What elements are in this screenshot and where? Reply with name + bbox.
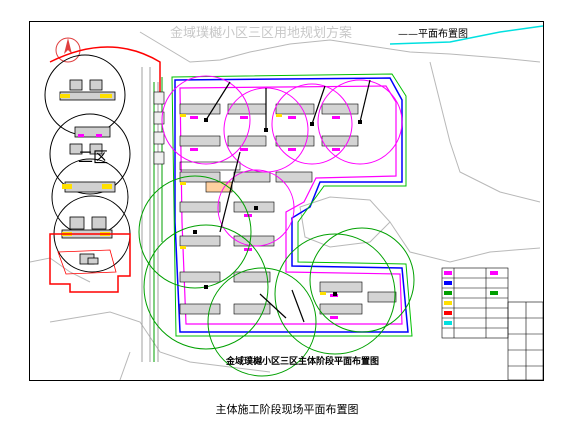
building-accents — [180, 114, 326, 295]
building-markers — [190, 116, 340, 319]
drawing-title-suffix: ——平面布置图 — [398, 28, 468, 40]
legend-table — [441, 267, 509, 339]
site-boundary — [174, 77, 409, 333]
site-fence — [171, 73, 413, 337]
title-block — [507, 301, 543, 380]
legend-swatches — [444, 271, 498, 325]
figure-caption: 主体施工阶段现场平面布置图 — [215, 403, 359, 416]
zone2-buildings — [59, 79, 116, 265]
left-roads — [141, 67, 159, 362]
temporary-facilities — [153, 91, 165, 165]
phase-label: 金域璞樾小区三区主体阶段平面布置图 — [225, 355, 379, 367]
material-yard — [179, 161, 241, 193]
zone-label: 二区 — [78, 148, 108, 166]
tower-crane-radius-green — [138, 175, 415, 377]
tower-crane-radius-magenta — [161, 75, 403, 247]
river-line — [389, 25, 543, 45]
crane-booms — [205, 79, 371, 323]
residential-buildings — [179, 103, 397, 315]
site-plan-drawing: 二区 — [30, 25, 543, 380]
site-road — [179, 85, 403, 325]
drawing-title: 金域璞樾小区三区用地规划方案 — [170, 25, 352, 41]
old-site-boundary — [49, 233, 131, 293]
drawing-frame: 二区 — [29, 21, 544, 381]
